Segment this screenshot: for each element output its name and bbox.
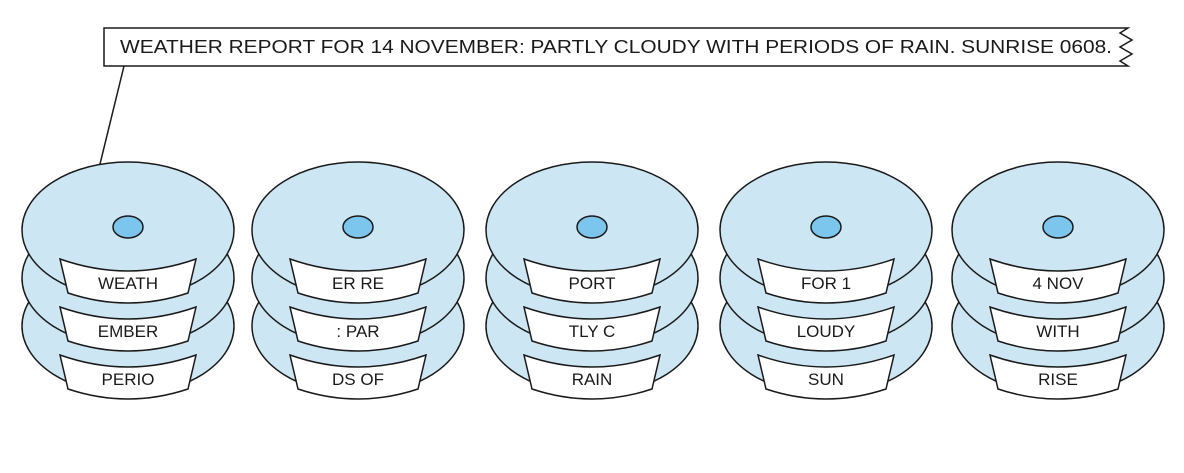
stripe-label [288, 305, 428, 352]
stripe-label [522, 353, 662, 400]
disk-1: PERIO EMBER WEATH [21, 161, 235, 400]
spindle-hole [112, 215, 144, 239]
platter: WEATH [21, 161, 235, 304]
stripe-label [988, 305, 1128, 352]
weather-report-banner: WEATHER REPORT FOR 14 NOVEMBER: PARTLY C… [103, 27, 1134, 67]
stripe-label [988, 257, 1128, 304]
stripe-text: : PAR [336, 322, 379, 341]
stripe-label [58, 257, 198, 304]
spindle-hole [1042, 215, 1074, 239]
stripe-text: PERIO [102, 370, 155, 389]
spindle-hole [576, 215, 608, 239]
stripe-text: RAIN [572, 370, 613, 389]
banner-text: WEATHER REPORT FOR 14 NOVEMBER: PARTLY C… [120, 36, 1112, 57]
stripe-label [756, 353, 896, 400]
stripe-label [522, 305, 662, 352]
disk-4: SUN LOUDY FOR 1 [719, 161, 933, 400]
stripe-label [58, 353, 198, 400]
platter: FOR 1 [719, 161, 933, 304]
stripe-text: FOR 1 [801, 274, 851, 293]
stripe-text: SUN [808, 370, 844, 389]
stripe-text: EMBER [98, 322, 158, 341]
disk-5: RISE WITH 4 NOV [951, 161, 1165, 400]
stripe-label [522, 257, 662, 304]
stripe-text: 4 NOV [1032, 274, 1084, 293]
stripe-label [988, 353, 1128, 400]
stripe-text: PORT [569, 274, 616, 293]
disk-2: DS OF : PAR ER RE [251, 161, 465, 400]
stripe-label [58, 305, 198, 352]
stripe-label [288, 257, 428, 304]
stripe-text: WITH [1036, 322, 1079, 341]
stripe-label [756, 257, 896, 304]
stripe-text: RISE [1038, 370, 1078, 389]
stripe-text: TLY C [569, 322, 616, 341]
spindle-hole [342, 215, 374, 239]
stripe-text: DS OF [332, 370, 384, 389]
disk-3: RAIN TLY C PORT [485, 161, 699, 400]
stripe-label [756, 305, 896, 352]
platter: ER RE [251, 161, 465, 304]
disk-array: PERIO EMBER WEATH DS OF : PAR ER RE RAIN TLY C P… [21, 161, 1165, 400]
platter: PORT [485, 161, 699, 304]
platter: 4 NOV [951, 161, 1165, 304]
spindle-hole [810, 215, 842, 239]
stripe-text: ER RE [332, 274, 384, 293]
stripe-text: LOUDY [797, 322, 856, 341]
stripe-label [288, 353, 428, 400]
banner-outline [103, 27, 1134, 67]
stripe-text: WEATH [98, 274, 158, 293]
